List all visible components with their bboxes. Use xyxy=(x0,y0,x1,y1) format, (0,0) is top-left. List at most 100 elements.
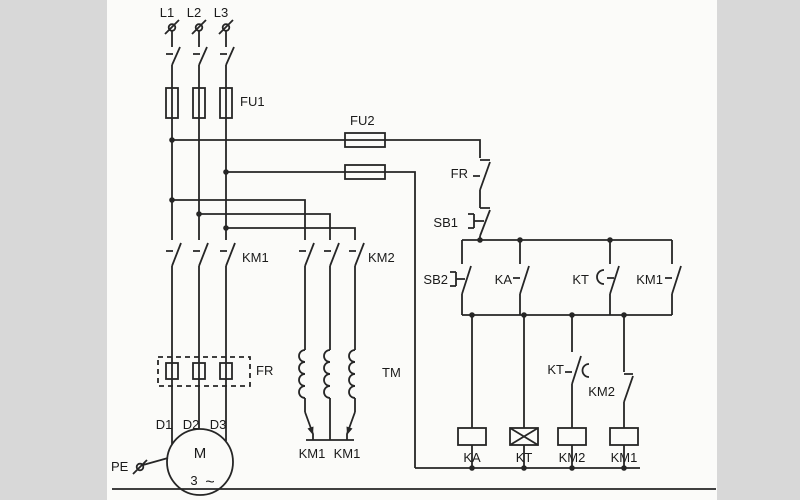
autotransformer-tm: TM xyxy=(298,349,401,399)
left-margin xyxy=(0,0,107,500)
contact-blade xyxy=(304,242,365,267)
phase-label-l2: L2 xyxy=(187,5,201,20)
km1-coil-branch: KM2 KM1 xyxy=(588,315,639,468)
disconnect-switch xyxy=(166,46,235,66)
star-contact-label-1: KM1 xyxy=(299,446,326,461)
fu1-label: FU1 xyxy=(240,94,265,109)
tap-wire xyxy=(172,199,356,240)
ka-coil xyxy=(457,427,487,446)
km1-holding-contact: KM1 xyxy=(636,240,682,315)
km1-main-label: KM1 xyxy=(242,250,269,265)
thermal-relay-outline xyxy=(157,356,251,387)
coil-wire xyxy=(565,315,582,468)
thermal-relay-fr: FR xyxy=(157,356,273,387)
sb1-stop-button: SB1 xyxy=(433,207,491,240)
star-wires xyxy=(304,398,356,440)
fuse-body xyxy=(165,87,179,119)
right-margin xyxy=(717,0,800,500)
kt-no-contact: KT xyxy=(572,240,620,315)
kt-coil-branch: KT xyxy=(509,315,539,468)
sb2-label: SB2 xyxy=(423,272,448,287)
km2-coil-branch: KT KM2 xyxy=(547,315,590,468)
arrow-icon xyxy=(346,426,353,435)
star-contact-label-2: KM1 xyxy=(334,446,361,461)
motor-phase: 3 xyxy=(190,473,197,488)
winding xyxy=(298,349,306,399)
control-feed-wire-bottom xyxy=(226,171,416,468)
fuse-fu1: FU1 xyxy=(165,87,265,119)
motor-terminals: D1 D2 D3 xyxy=(156,417,227,432)
km2-interlock-label: KM2 xyxy=(588,384,615,399)
km1-contact-label: KM1 xyxy=(636,272,663,287)
kt-contact-symbol xyxy=(609,240,620,315)
terminal-d3-label: D3 xyxy=(210,417,227,432)
kt-coil-cross xyxy=(509,427,539,446)
coil-ka-label: KA xyxy=(463,450,481,465)
fuse-body xyxy=(192,87,206,119)
junction-dot xyxy=(477,237,483,243)
sb2-symbol xyxy=(450,240,472,315)
km2-main-contacts: KM2 xyxy=(299,242,395,267)
tm-label: TM xyxy=(382,365,401,380)
fuse-body xyxy=(219,87,233,119)
fr-heater-label: FR xyxy=(256,363,273,378)
heater-element xyxy=(219,362,233,380)
coil-km2-label: KM2 xyxy=(559,450,586,465)
terminal-d1-label: D1 xyxy=(156,417,173,432)
star-point-contacts: KM1 KM1 xyxy=(299,398,361,461)
fr-contact-symbol xyxy=(473,159,491,208)
terminal-icon xyxy=(221,23,231,32)
sb2-start-button: SB2 xyxy=(423,240,472,315)
winding xyxy=(348,349,356,399)
fr-contact-label: FR xyxy=(451,166,468,181)
fuse-body xyxy=(344,132,386,148)
pe-wire xyxy=(132,457,169,475)
junction-dot xyxy=(521,465,527,471)
motor: M 3 ~ xyxy=(166,428,234,496)
terminal-icon xyxy=(167,23,177,32)
transformer-feed-wires xyxy=(304,266,356,350)
junction-dot xyxy=(469,465,475,471)
kt-coil xyxy=(509,427,539,446)
km1-main-contacts: KM1 xyxy=(166,242,269,267)
ka-no-contact: KA xyxy=(495,240,530,315)
motor-circle xyxy=(166,428,234,496)
km2-tap-wires xyxy=(169,197,356,240)
ka-contact-symbol xyxy=(513,240,530,315)
fuse-fu2-top: FU2 xyxy=(169,113,481,158)
winding xyxy=(323,349,331,399)
control-feed-wire-top xyxy=(172,139,481,158)
switch-blade xyxy=(171,46,235,66)
fuse-fu2-bottom xyxy=(223,164,416,468)
km2-coil xyxy=(557,427,587,446)
phase-label-l1: L1 xyxy=(160,5,174,20)
heater-element xyxy=(165,362,179,380)
fu2-label: FU2 xyxy=(350,113,375,128)
pe-label: PE xyxy=(111,459,129,474)
phase-wires xyxy=(171,31,227,240)
terminal-icon xyxy=(135,462,145,472)
terminal-slash xyxy=(164,19,234,35)
control-rail-bottom xyxy=(415,465,640,471)
km1-contact-symbol xyxy=(665,240,682,315)
phase-label-l3: L3 xyxy=(214,5,228,20)
junction-dot xyxy=(621,465,627,471)
ka-coil-branch: KA xyxy=(457,315,487,468)
kt-contact-label: KT xyxy=(572,272,589,287)
supply-terminals: L1 L2 L3 xyxy=(160,5,234,35)
delay-icon xyxy=(596,269,614,285)
pe-earth: PE xyxy=(111,457,169,475)
kt-delayed-label: KT xyxy=(547,362,564,377)
delay-icon xyxy=(581,363,590,378)
sb1-symbol xyxy=(468,207,491,240)
ka-contact-label: KA xyxy=(495,272,513,287)
sb1-label: SB1 xyxy=(433,215,458,230)
motor-letter: M xyxy=(194,445,207,462)
coil-km1-label: KM1 xyxy=(611,450,638,465)
motor-feed-wires xyxy=(171,266,227,444)
coil-kt-label: KT xyxy=(516,450,533,465)
heater-element xyxy=(192,362,206,380)
km1-coil xyxy=(609,427,639,446)
